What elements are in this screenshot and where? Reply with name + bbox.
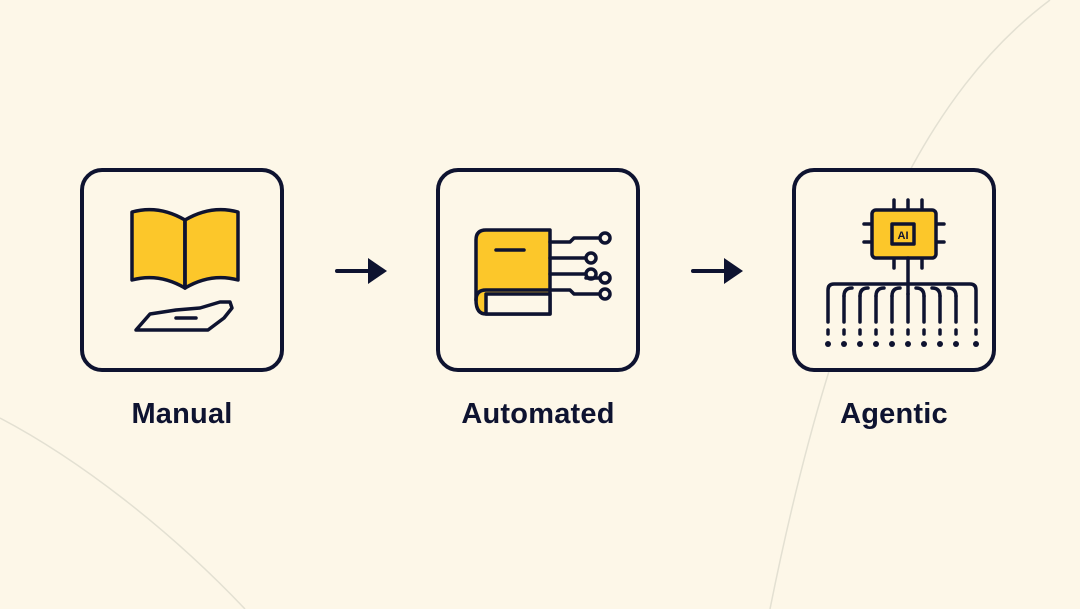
digital-book-circuit-icon: [474, 228, 612, 316]
stage-label-automated: Automated: [461, 398, 615, 430]
right-arrow-icon: [335, 258, 387, 284]
stage-label-manual: Manual: [131, 398, 233, 430]
automated-card: [436, 168, 640, 372]
right-arrow-icon: [691, 258, 743, 284]
ai-chip-icon: AI: [825, 198, 979, 347]
stage-label-agentic: Agentic: [840, 398, 948, 430]
agentic-card: AI: [792, 168, 996, 372]
chip-label: AI: [898, 230, 909, 242]
manual-card: [80, 168, 284, 372]
book-in-hand-icon: [130, 207, 240, 332]
